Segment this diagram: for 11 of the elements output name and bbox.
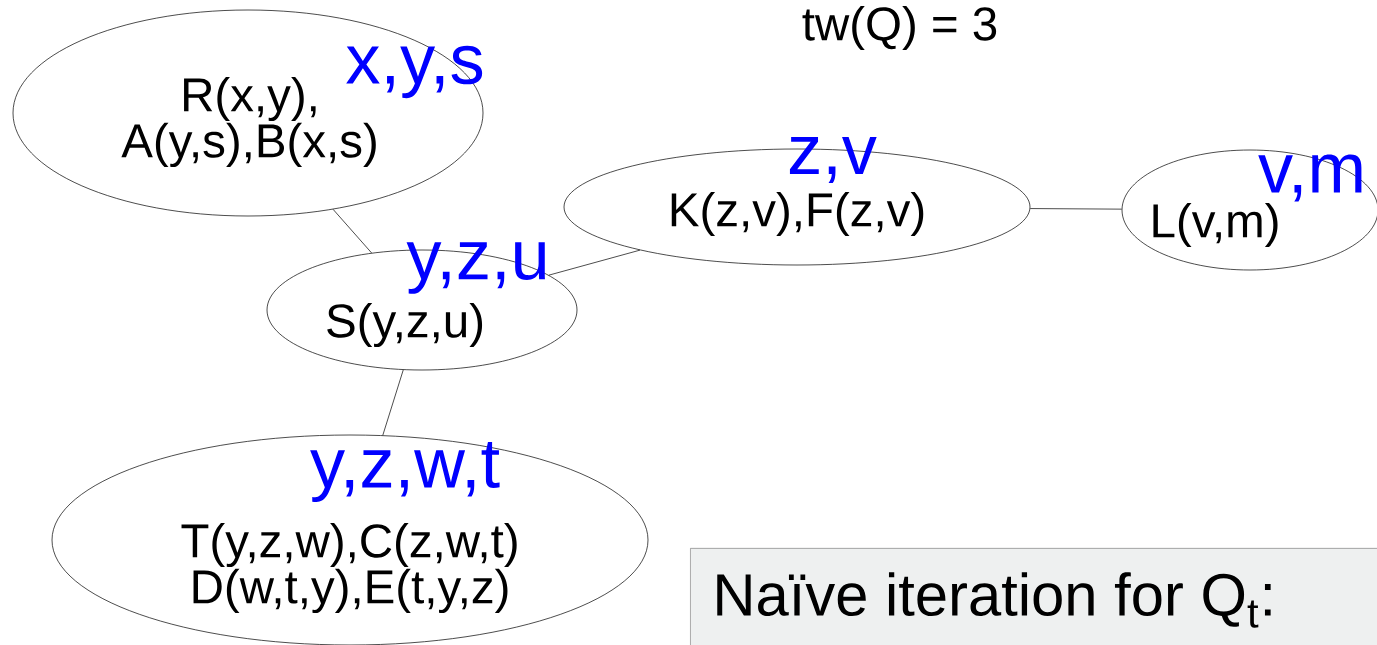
connector-line bbox=[548, 249, 641, 276]
variable-label: y,z,w,t bbox=[310, 442, 500, 502]
text-box: Naïve iteration for Q$_{t}$: bbox=[690, 548, 1377, 645]
connector-line bbox=[1029, 208, 1123, 210]
variable-label: x,y,s bbox=[346, 45, 483, 99]
title: tw(Q) = 3 bbox=[802, 5, 997, 51]
variable-label: z,v bbox=[789, 136, 877, 184]
variable-label: v,m bbox=[1258, 154, 1362, 202]
connector-line bbox=[332, 209, 372, 254]
connector-line bbox=[382, 369, 404, 436]
variable-label: y,z,u bbox=[406, 242, 545, 294]
